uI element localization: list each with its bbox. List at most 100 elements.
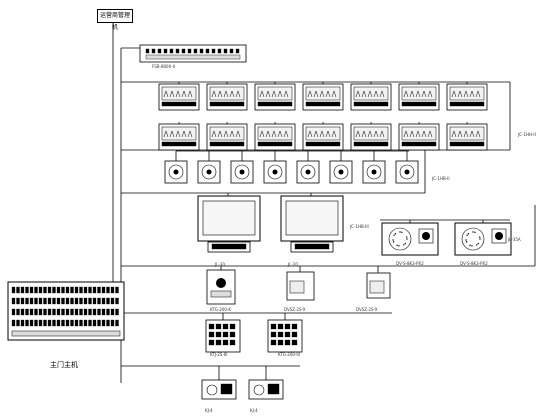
relay-module-b-cell	[291, 339, 298, 346]
host-port	[83, 308, 88, 316]
host-port	[65, 319, 70, 327]
indoor-monitor-r1-2-glyph	[235, 90, 241, 98]
handset-center	[305, 169, 311, 175]
indoor-monitor-r1-7-glyph	[463, 90, 469, 98]
large-monitor-1-screen	[202, 200, 256, 236]
bottom-unit-a-dial	[206, 384, 218, 396]
host-port	[11, 308, 16, 316]
door-speaker-2-hole	[467, 233, 470, 235]
indoor-monitor-r1-3-glyph	[283, 90, 289, 98]
panel-right-label: DV-S-8K3-PX2	[460, 261, 488, 266]
handset-center	[239, 169, 245, 175]
host-port	[16, 308, 20, 316]
host-port	[25, 286, 29, 294]
handset-center	[371, 169, 377, 175]
host-port	[110, 297, 115, 305]
bottom-unit-b-display	[267, 383, 280, 395]
door-speaker-1-hole	[396, 244, 398, 247]
host-port	[61, 319, 65, 327]
host-port	[52, 319, 56, 327]
large-monitor-2-screen	[285, 200, 339, 236]
relay-module-b-cell	[277, 323, 284, 330]
host-port	[92, 286, 97, 294]
indoor-monitor-r1-4-keypad	[305, 101, 341, 107]
handset-center	[206, 169, 212, 175]
host-port	[25, 308, 29, 316]
monitor-row-label: JC-1HH-II	[518, 132, 536, 137]
host-port	[70, 286, 74, 294]
relay-b-label: KTG-200-III	[278, 352, 300, 357]
lower-box-a-label: KTG-200-K	[210, 307, 231, 312]
host-port	[20, 319, 25, 327]
host-port	[43, 297, 47, 305]
indoor-monitor-r1-2-keypad	[209, 101, 245, 107]
indoor-monitor-r1-7-glyph	[451, 90, 457, 98]
indoor-monitor-r2-6-glyph	[403, 130, 409, 138]
host-port	[79, 319, 83, 327]
host-port	[52, 308, 56, 316]
host-port	[56, 308, 61, 316]
indoor-monitor-r1-6-glyph	[427, 90, 433, 98]
relay-module-b-cell	[284, 339, 291, 346]
host-port	[29, 319, 34, 327]
relay-module-a-cell	[222, 331, 229, 338]
indoor-monitor-r1-3-glyph	[259, 90, 265, 98]
indoor-monitor-r2-5-glyph	[367, 130, 373, 138]
host-port	[43, 319, 47, 327]
indoor-monitor-r1-2-glyph	[217, 90, 223, 98]
indoor-monitor-r1-7-glyph	[475, 90, 481, 98]
indoor-monitor-r1-4-glyph	[307, 90, 313, 98]
indoor-monitor-r1-7-glyph	[457, 90, 463, 98]
management-station-label: 运营商管理机	[97, 9, 133, 31]
door-speaker-1-hole	[403, 244, 405, 246]
host-port	[101, 319, 106, 327]
host-port	[88, 297, 92, 305]
host-port	[34, 319, 38, 327]
rack-port	[163, 48, 168, 54]
rack-port	[229, 48, 234, 54]
host-port	[16, 286, 20, 294]
door-speaker-2-hole	[479, 236, 481, 238]
door-speaker-2-hole	[469, 244, 471, 247]
indoor-monitor-r1-3-keypad	[257, 101, 293, 107]
door-speaker-1-hole	[394, 233, 397, 235]
host-port	[34, 308, 38, 316]
indoor-monitor-r2-1-keypad	[161, 141, 197, 147]
relay-module-a-cell	[208, 323, 215, 330]
host-port	[56, 286, 61, 294]
indoor-monitor-r2-3-glyph	[259, 130, 265, 138]
door-speaker-1-hole	[404, 242, 406, 245]
rack-panel	[145, 54, 241, 60]
door-speaker-1-hole	[392, 241, 395, 243]
handset-center	[404, 169, 410, 175]
relay-module-a-cell	[229, 331, 236, 338]
host-port	[88, 308, 92, 316]
indoor-monitor-r2-5-glyph	[373, 130, 379, 138]
host-port	[38, 286, 43, 294]
host-port	[61, 308, 65, 316]
lower-box-a-panel	[210, 290, 232, 298]
door-speaker-1-hole	[393, 234, 395, 236]
indoor-monitor-r2-4-glyph	[325, 130, 331, 138]
door-speaker-1-hole	[406, 238, 408, 240]
door-speaker-1-hole	[399, 231, 401, 233]
bottom-b-label: KJ-4	[250, 408, 258, 413]
indoor-monitor-r2-6-glyph	[421, 130, 427, 138]
indoor-monitor-r1-5-keypad	[353, 101, 389, 107]
rack-port	[235, 48, 240, 54]
host-port	[83, 286, 88, 294]
host-port	[43, 308, 47, 316]
indoor-monitor-r2-6-glyph	[409, 130, 415, 138]
rack-port	[199, 48, 204, 54]
indoor-monitor-r1-1-glyph	[187, 90, 193, 98]
host-port	[106, 286, 110, 294]
indoor-monitor-r1-3-glyph	[265, 90, 271, 98]
host-port	[61, 297, 65, 305]
host-port	[16, 297, 20, 305]
indoor-monitor-r1-5-glyph	[373, 90, 379, 98]
rack-port	[205, 48, 210, 54]
indoor-monitor-r1-7-glyph	[469, 90, 475, 98]
handset-row-label: JC-1HB-II	[432, 176, 450, 181]
host-port	[56, 319, 61, 327]
relay-module-b-cell	[284, 323, 291, 330]
